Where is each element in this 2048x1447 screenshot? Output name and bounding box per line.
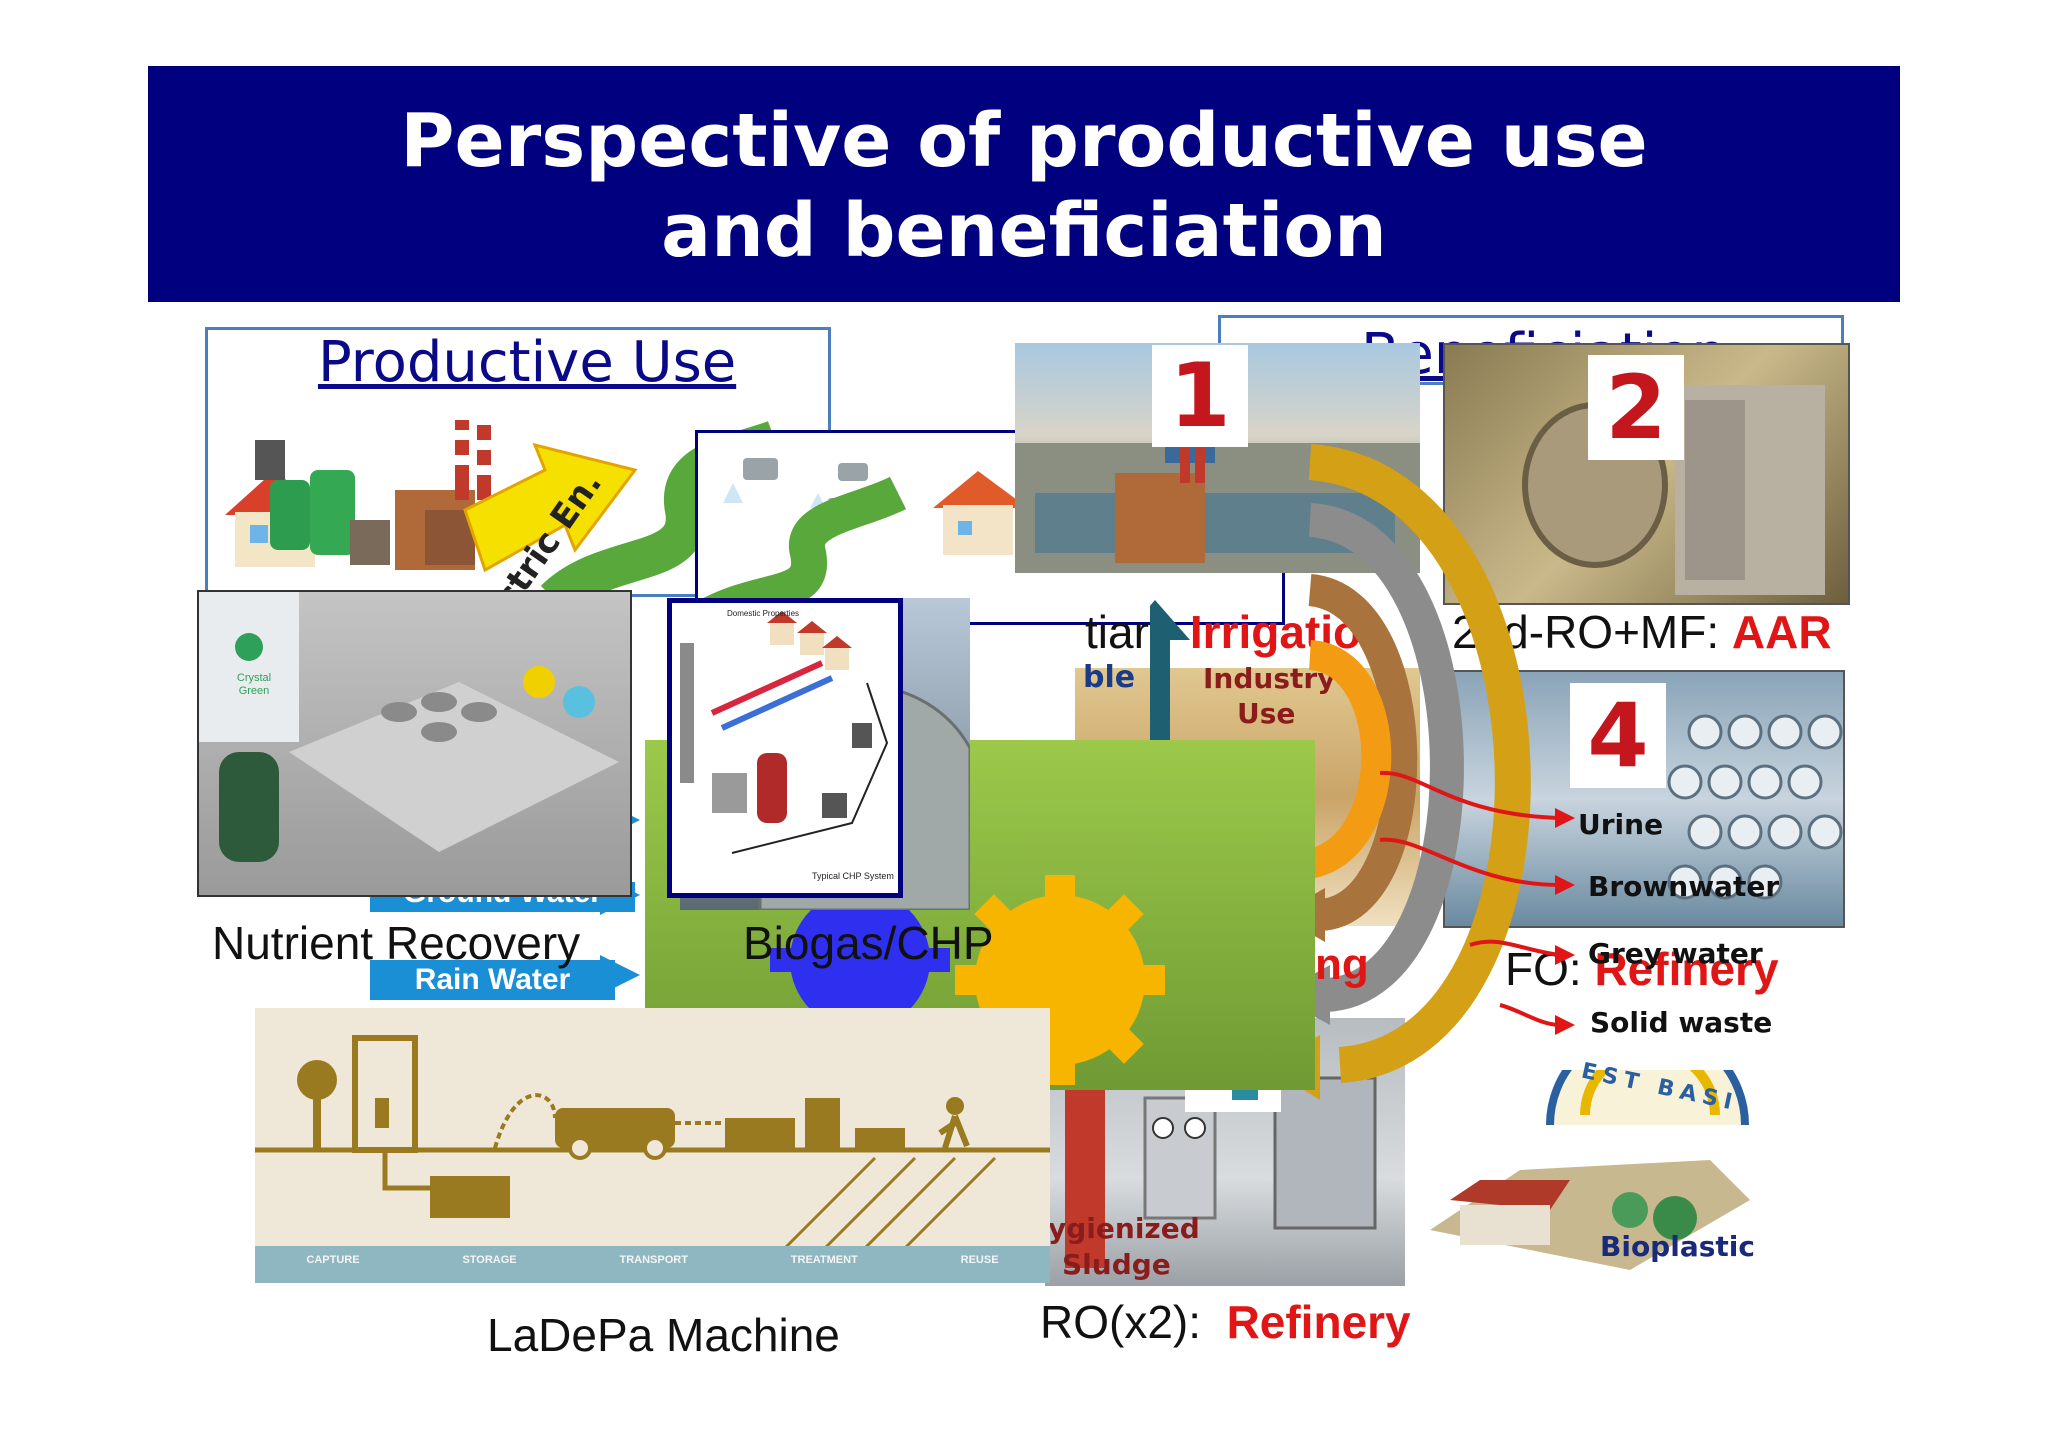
teal-up-arrowhead bbox=[1150, 600, 1190, 640]
waste-urine: Urine bbox=[1578, 808, 1663, 841]
ladepa-step-treatment: TREATMENT bbox=[791, 1254, 858, 1266]
sludge-line-1: ygienized bbox=[1048, 1212, 1200, 1245]
chp-label-domestic: Domestic Properties bbox=[727, 609, 799, 618]
title-bar: Perspective of productive use and benefi… bbox=[148, 66, 1900, 302]
bioplastic-label: Bioplastic bbox=[1600, 1230, 1755, 1263]
step-5-caption-red: Refinery bbox=[1227, 1296, 1411, 1348]
step-5-caption-prefix: RO(x2): bbox=[1040, 1296, 1227, 1348]
red-arrow-solid bbox=[1500, 1005, 1560, 1025]
sludge-line-2: Sludge bbox=[1062, 1248, 1171, 1281]
ladepa-step-reuse: REUSE bbox=[961, 1254, 999, 1266]
ladepa-steps: CAPTURE STORAGE TRANSPORT TREATMENT REUS… bbox=[255, 1254, 1050, 1266]
step-3-partial-red: ng bbox=[1315, 940, 1369, 990]
ladepa-step-storage: STORAGE bbox=[462, 1254, 516, 1266]
chp-title: Typical CHP System bbox=[812, 871, 894, 881]
waste-greywater: Grey water bbox=[1588, 937, 1763, 970]
step-2-caption-red: AAR bbox=[1732, 606, 1832, 658]
title-line-1: Perspective of productive use bbox=[148, 96, 1900, 186]
step-number-1: 1 bbox=[1152, 345, 1248, 447]
biogas-caption: Biogas/CHP bbox=[743, 916, 994, 970]
ladepa-graphic: CAPTURE STORAGE TRANSPORT TREATMENT REUS… bbox=[255, 1008, 1050, 1283]
step-5-caption: RO(x2): Refinery bbox=[1040, 1295, 1411, 1349]
bag-label: Crystal Green bbox=[229, 672, 279, 698]
nutrient-recovery-image: Crystal Green bbox=[197, 590, 632, 897]
productive-use-heading[interactable]: Productive Use bbox=[318, 330, 736, 395]
waste-solid: Solid waste bbox=[1590, 1006, 1772, 1039]
waste-brownwater: Brownwater bbox=[1588, 870, 1779, 903]
chp-diagram: Typical CHP System Domestic Properties bbox=[667, 598, 903, 898]
red-arrow-brownwater bbox=[1380, 840, 1560, 885]
ladepa-caption: LaDePa Machine bbox=[487, 1308, 840, 1362]
nutrient-recovery-caption: Nutrient Recovery bbox=[212, 916, 580, 970]
step-3-side-left: ble bbox=[1083, 660, 1135, 695]
ladepa-step-capture: CAPTURE bbox=[306, 1254, 359, 1266]
ladepa-step-transport: TRANSPORT bbox=[619, 1254, 687, 1266]
title-line-2: and beneficiation bbox=[148, 186, 1900, 276]
